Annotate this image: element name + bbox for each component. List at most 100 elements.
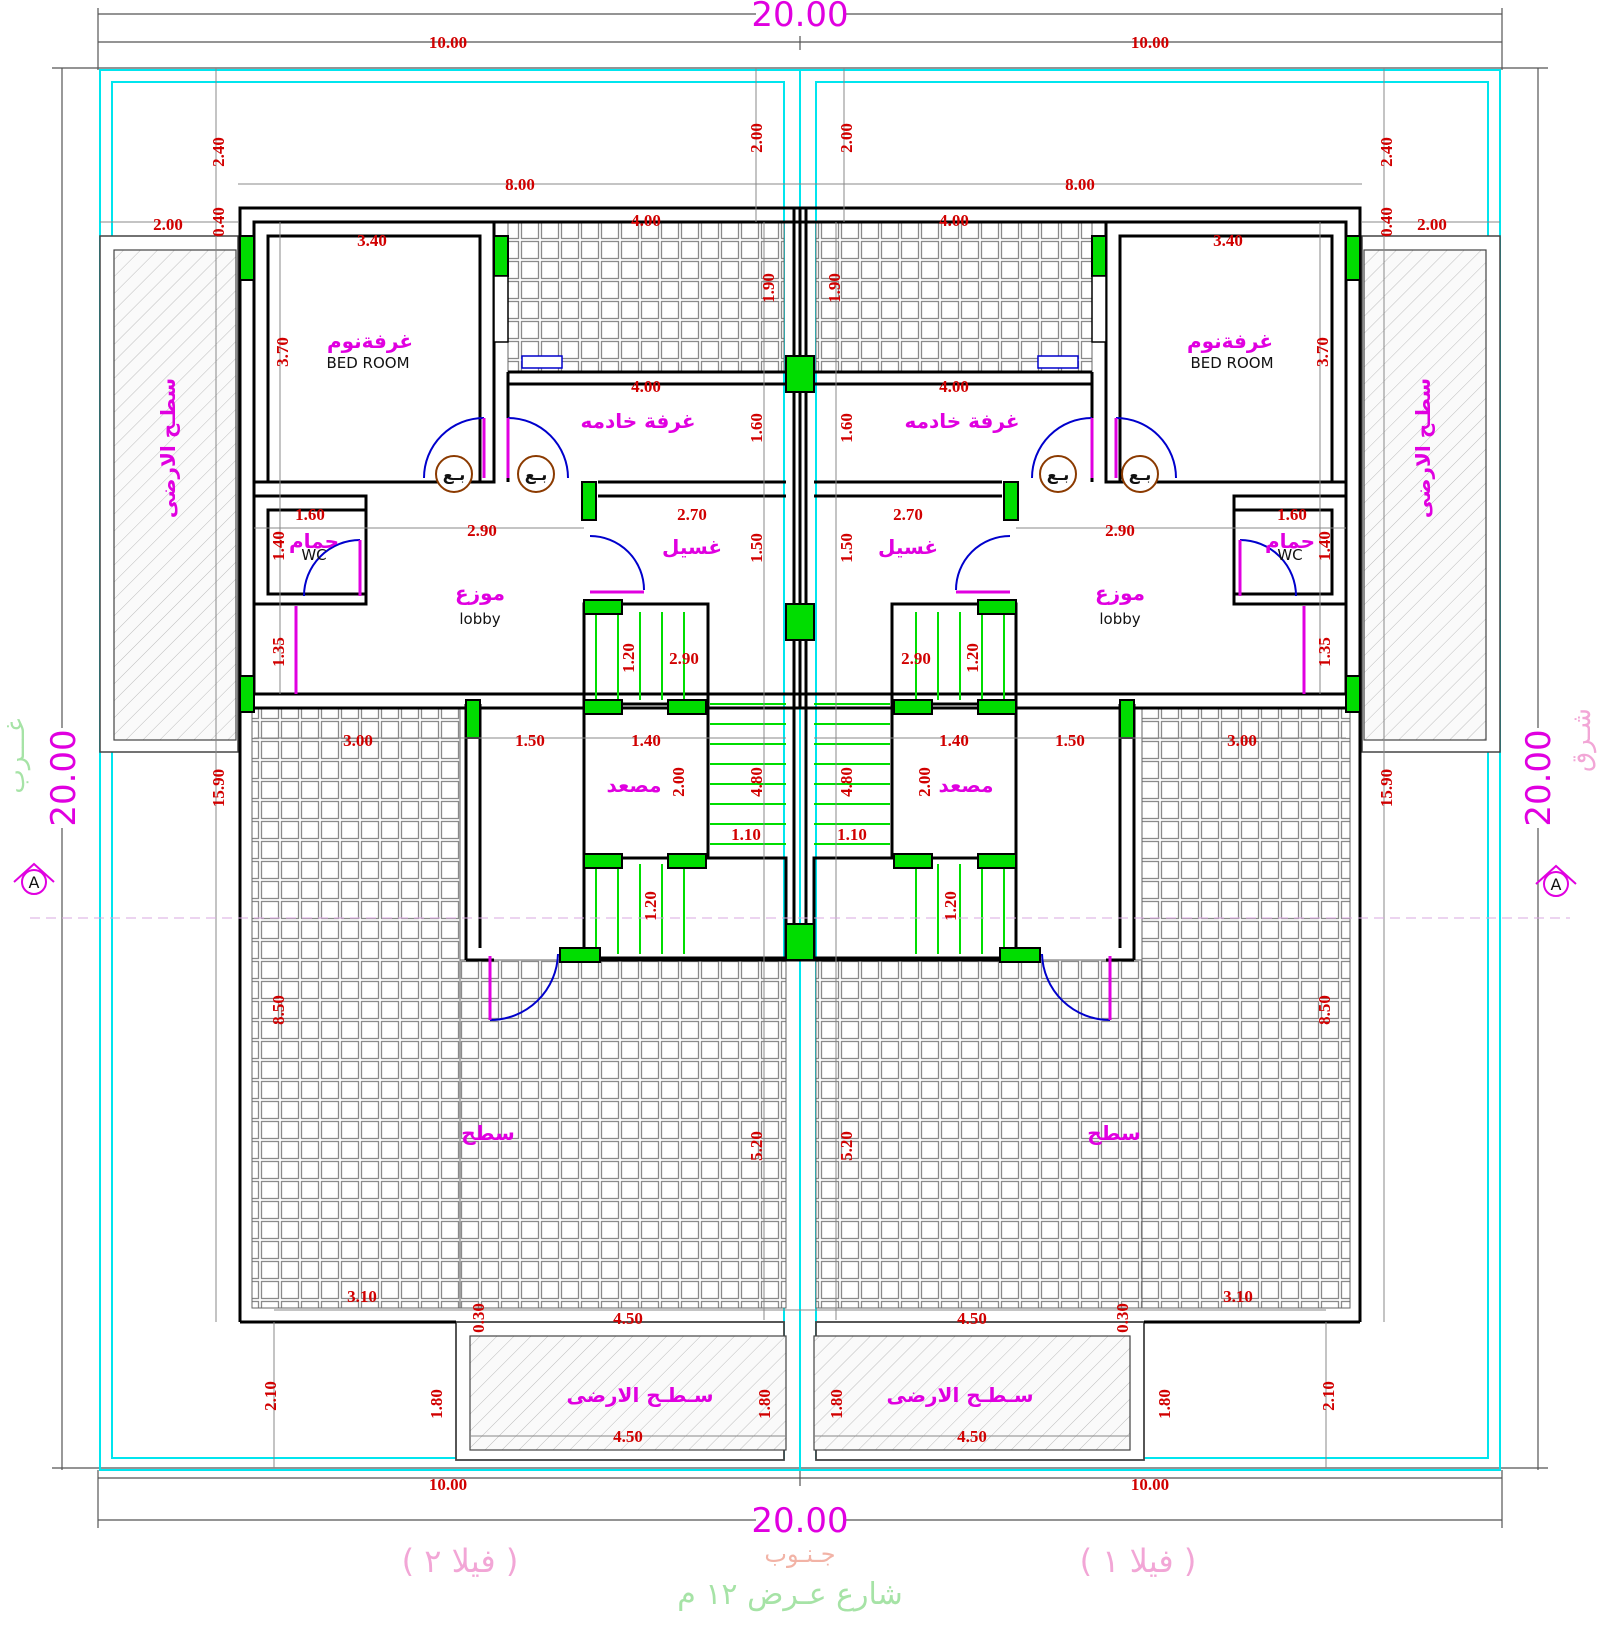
dim-1-60-vert-right: 1.60: [837, 413, 856, 443]
dim-3-70-left: 3.70: [273, 337, 292, 367]
dim-0-30-right: 0.30: [1113, 1303, 1132, 1333]
ground-roof-east-label: سطـح الارضى: [1411, 378, 1435, 518]
stairs: [595, 612, 1005, 954]
interior-dimension-lines: [100, 68, 1500, 1468]
dim-8-50-right: 8.50: [1315, 995, 1334, 1025]
dim-4-50-upper-left: 4.50: [613, 1309, 643, 1328]
doors: [303, 417, 1297, 1021]
bedroom-right-label-en: BED ROOM: [1190, 354, 1273, 372]
dim-1-40-left: 1.40: [631, 731, 661, 750]
dim-1-90-right: 1.90: [825, 273, 844, 303]
lobby-left-label-en: lobby: [459, 610, 500, 628]
overall-depth-right: 20.00: [1519, 729, 1559, 826]
dim-1-20-upper-left: 1.20: [619, 643, 638, 673]
dim-4-50-lower-left: 4.50: [613, 1427, 643, 1446]
dim-4-80-right: 4.80: [837, 767, 856, 797]
section-marker-east-label: A: [1551, 875, 1562, 894]
dim-8-00-left: 8.00: [505, 175, 535, 194]
dim-2-00-elev-right: 2.00: [915, 767, 934, 797]
dim-1-10-right: 1.10: [837, 825, 867, 844]
dim-2-90-right: 2.90: [1105, 521, 1135, 540]
dim-5-20-right: 5.20: [837, 1131, 856, 1161]
dim-1-80-outer-left: 1.80: [427, 1389, 446, 1419]
dim-1-80-outer-right: 1.80: [1155, 1389, 1174, 1419]
dim-1-40-vert-right: 1.40: [1315, 531, 1334, 561]
dim-2-40-left: 2.40: [209, 137, 228, 167]
ground-roof-front-right-label: سـطـح الارضى: [886, 1383, 1033, 1407]
dim-half-top-right: 10.00: [1131, 33, 1169, 52]
dim-3-10-right: 3.10: [1223, 1287, 1253, 1306]
dim-1-35-left: 1.35: [269, 637, 288, 667]
dim-half-bottom-left: 10.00: [429, 1475, 467, 1494]
door-leaves: [294, 418, 1306, 1020]
dim-4-00-top-left: 4.00: [631, 211, 661, 230]
columns: [239, 235, 1361, 963]
dim-1-50-vert-right: 1.50: [837, 533, 856, 563]
villa-2-title: ( فيلا ٢ ): [402, 1542, 519, 1580]
wc-right-label-en: WC: [1277, 546, 1302, 564]
dim-1-50-vert-left: 1.50: [747, 533, 766, 563]
windows: [493, 275, 1107, 369]
dim-half-top-left: 10.00: [429, 33, 467, 52]
dim-4-00-top-right: 4.00: [939, 211, 969, 230]
dim-2-10-right: 2.10: [1319, 1381, 1338, 1411]
duct-label-4: بـع: [1129, 465, 1151, 484]
maid-room-left-label: غرفة خادمه: [581, 409, 696, 433]
dim-4-50-upper-right: 4.50: [957, 1309, 987, 1328]
dimension-labels: 8.00 8.00 4.00 4.00 3.40 3.40 2.00 2.00 …: [153, 123, 1447, 1446]
dim-1-80-inner-right: 1.80: [827, 1389, 846, 1419]
wc-left-label-en: WC: [301, 546, 326, 564]
elevator-right-label: مصعد: [939, 773, 994, 797]
west-label: غـــرب: [1, 718, 31, 793]
dim-2-90-stair-right: 2.90: [901, 649, 931, 668]
dim-half-bottom-right: 10.00: [1131, 1475, 1169, 1494]
dim-3-40-right: 3.40: [1213, 231, 1243, 250]
ground-roof-front-right: [813, 1335, 1131, 1451]
dim-2-40-right: 2.40: [1377, 137, 1396, 167]
tiled-roof-areas: [251, 221, 1351, 1309]
dim-2-00-vert-left: 2.00: [747, 123, 766, 153]
dim-3-70-right: 3.70: [1313, 337, 1332, 367]
east-label: شـرق: [1567, 708, 1597, 772]
laundry-left-label: غسيل: [662, 535, 722, 559]
dim-1-50-left: 1.50: [515, 731, 545, 750]
dim-1-60-right: 1.60: [1277, 505, 1307, 524]
dim-0-40-right: 0.40: [1377, 207, 1396, 237]
dim-2-00-left: 2.00: [153, 215, 183, 234]
south-label: جـنـوب: [764, 1540, 835, 1568]
roof-left-label: سطح: [461, 1121, 515, 1145]
roof-right-label: سطح: [1087, 1121, 1141, 1145]
dim-2-10-left: 2.10: [261, 1381, 280, 1411]
dim-15-90-right: 15.90: [1377, 769, 1396, 807]
dim-3-40-left: 3.40: [357, 231, 387, 250]
wc-right-label: حمام: [1265, 529, 1315, 553]
duct-label-2: بـع: [525, 465, 547, 484]
bedroom-left-label: غرفةنوم: [327, 329, 413, 353]
duct-markers: [435, 455, 1159, 493]
duct-label-1: بـع: [443, 465, 465, 484]
dim-2-00-vert-right: 2.00: [837, 123, 856, 153]
dim-1-10-left: 1.10: [731, 825, 761, 844]
dim-2-00-right: 2.00: [1417, 215, 1447, 234]
ground-roof-front-left: [469, 1335, 787, 1451]
dim-0-40-left: 0.40: [209, 207, 228, 237]
dim-4-80-left: 4.80: [747, 767, 766, 797]
dim-4-00-mid-left: 4.00: [631, 377, 661, 396]
bedroom-left-label-en: BED ROOM: [326, 354, 409, 372]
bedroom-right-label: غرفةنوم: [1187, 329, 1273, 353]
dim-1-20-upper-right: 1.20: [963, 643, 982, 673]
walls: [238, 206, 1362, 1324]
laundry-right-label: غسيل: [878, 535, 938, 559]
dim-8-50-left: 8.50: [269, 995, 288, 1025]
dim-1-20-lower-left: 1.20: [641, 891, 660, 921]
ground-roof-west-label: سطـح الارضى: [156, 378, 180, 518]
overall-depth-left: 20.00: [44, 729, 84, 826]
dim-15-90-left: 15.90: [209, 769, 228, 807]
lobby-right-label-en: lobby: [1099, 610, 1140, 628]
duct-label-3: بـع: [1047, 465, 1069, 484]
dim-3-00-left: 3.00: [343, 731, 373, 750]
dim-2-70-right: 2.70: [893, 505, 923, 524]
dim-8-00-right: 8.00: [1065, 175, 1095, 194]
elevator-left-label: مصعد: [607, 773, 662, 797]
roof-parapet: [99, 69, 1501, 1471]
